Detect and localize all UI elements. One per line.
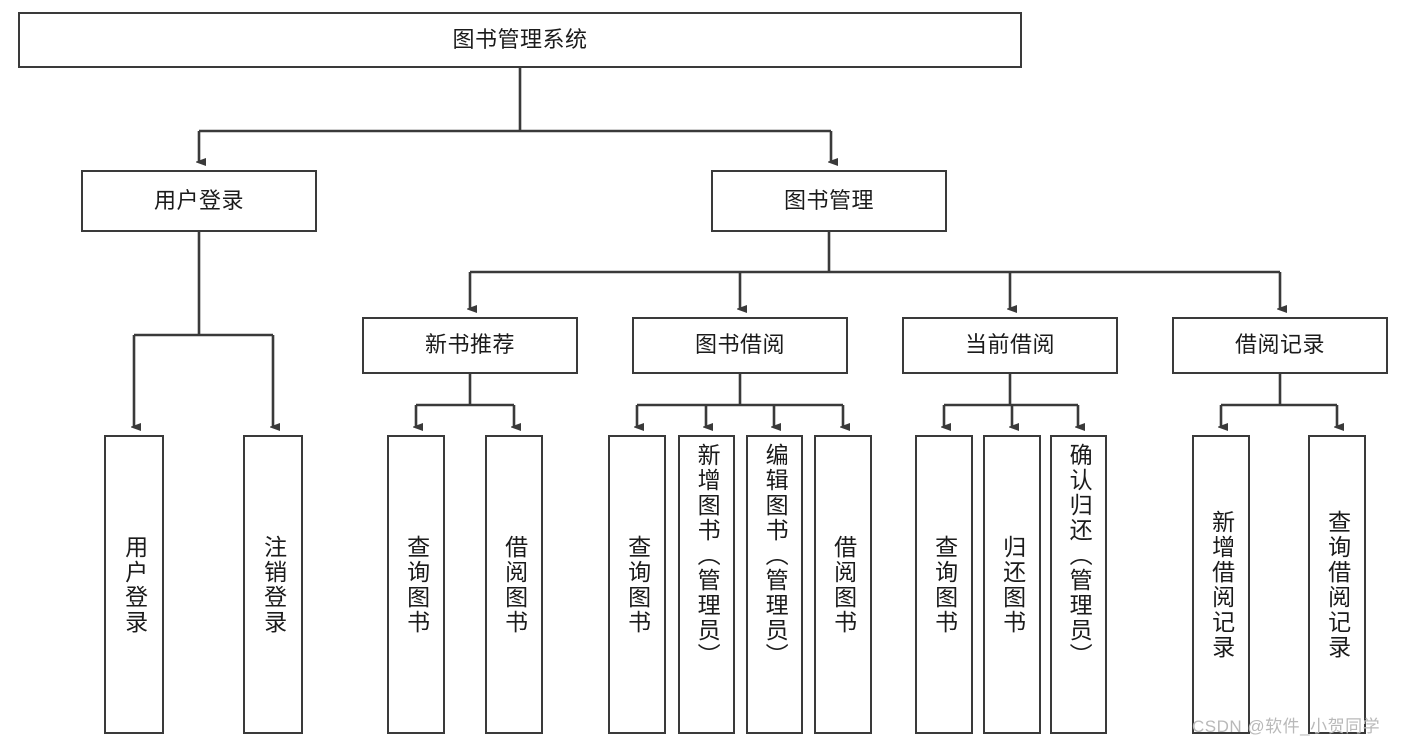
node-leaf-query-record-label: 查询借阅记录: [1324, 509, 1351, 660]
node-current-borrow-label: 当前借阅: [964, 332, 1055, 358]
node-leaf-add-book-label: 新增图书（管理员）: [694, 443, 721, 668]
csdn-watermark: CSDN @软件_小贺同学: [1192, 717, 1381, 736]
node-leaf-query-book-2-label: 查询图书: [624, 534, 651, 635]
node-book-borrow[interactable]: 图书借阅: [632, 317, 848, 374]
node-current-borrow[interactable]: 当前借阅: [902, 317, 1118, 374]
node-leaf-return-book-label: 归还图书: [999, 534, 1026, 635]
node-user-login[interactable]: 用户登录: [81, 170, 317, 232]
node-book-manage-label: 图书管理: [783, 187, 874, 213]
node-root-label: 图书管理系统: [452, 26, 588, 52]
node-leaf-query-book-2[interactable]: 查询图书: [608, 435, 666, 734]
node-leaf-add-record[interactable]: 新增借阅记录: [1192, 435, 1250, 734]
node-leaf-query-record[interactable]: 查询借阅记录: [1308, 435, 1366, 734]
node-leaf-user-login[interactable]: 用户登录: [104, 435, 164, 734]
node-leaf-user-login-label: 用户登录: [121, 534, 148, 635]
node-leaf-confirm-return-label: 确认归还（管理员）: [1066, 443, 1093, 668]
node-new-book-recommend-label: 新书推荐: [424, 332, 515, 358]
node-borrow-record-label: 借阅记录: [1234, 332, 1325, 358]
node-leaf-borrow-book-2[interactable]: 借阅图书: [814, 435, 872, 734]
node-leaf-query-book-3-label: 查询图书: [931, 534, 958, 635]
node-leaf-return-book[interactable]: 归还图书: [983, 435, 1041, 734]
node-leaf-logout[interactable]: 注销登录: [243, 435, 303, 734]
node-leaf-borrow-book-1[interactable]: 借阅图书: [485, 435, 543, 734]
node-leaf-add-record-label: 新增借阅记录: [1208, 509, 1235, 660]
node-leaf-edit-book-label: 编辑图书（管理员）: [762, 443, 789, 668]
node-leaf-edit-book[interactable]: 编辑图书（管理员）: [746, 435, 803, 734]
node-new-book-recommend[interactable]: 新书推荐: [362, 317, 578, 374]
node-leaf-borrow-book-1-label: 借阅图书: [501, 534, 528, 635]
node-leaf-query-book-1-label: 查询图书: [403, 534, 430, 635]
node-leaf-query-book-3[interactable]: 查询图书: [915, 435, 973, 734]
node-leaf-add-book[interactable]: 新增图书（管理员）: [678, 435, 735, 734]
node-root[interactable]: 图书管理系统: [18, 12, 1022, 68]
node-book-manage[interactable]: 图书管理: [711, 170, 947, 232]
node-leaf-confirm-return[interactable]: 确认归还（管理员）: [1050, 435, 1107, 734]
node-user-login-label: 用户登录: [153, 187, 244, 213]
node-leaf-borrow-book-2-label: 借阅图书: [830, 534, 857, 635]
node-leaf-logout-label: 注销登录: [260, 534, 287, 635]
node-leaf-query-book-1[interactable]: 查询图书: [387, 435, 445, 734]
node-borrow-record[interactable]: 借阅记录: [1172, 317, 1388, 374]
node-book-borrow-label: 图书借阅: [694, 332, 785, 358]
